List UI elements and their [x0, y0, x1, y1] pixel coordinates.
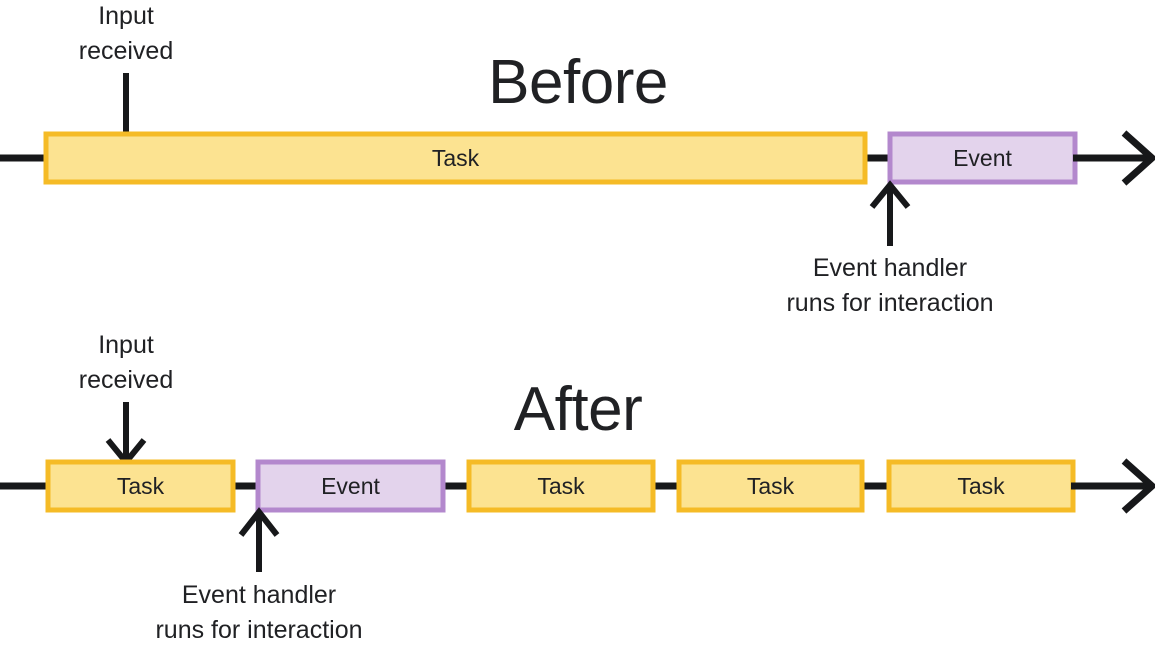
after-input-arrow-icon — [105, 402, 147, 467]
before-handler-annotation-line2: runs for interaction — [786, 289, 993, 317]
after-block-task-3: Task — [676, 459, 865, 513]
before-input-annotation-line1: Input — [98, 2, 154, 30]
after-block-task-3-label: Task — [747, 473, 795, 499]
before-handler-arrow-icon — [869, 180, 911, 246]
after-handler-annotation-line1: Event handler — [182, 581, 336, 609]
after-block-task-2-label: Task — [537, 473, 585, 499]
after-section: After Input received Task — [0, 331, 1155, 644]
before-block-event: Event — [887, 131, 1078, 185]
after-block-task-1: Task — [45, 459, 236, 513]
before-block-task: Task — [43, 131, 868, 185]
after-input-annotation-line2: received — [79, 366, 174, 394]
before-section: Before Input received Task Event — [0, 2, 1155, 317]
after-handler-arrow-icon — [238, 507, 280, 572]
after-input-annotation-line1: Input — [98, 331, 154, 359]
after-block-task-4: Task — [886, 459, 1076, 513]
after-block-task-1-label: Task — [117, 473, 165, 499]
before-block-event-label: Event — [953, 145, 1012, 171]
after-block-task-2: Task — [466, 459, 656, 513]
after-section-title: After — [514, 375, 642, 444]
before-block-task-label: Task — [432, 145, 480, 171]
after-timeline-end-arrow-icon — [1071, 458, 1155, 514]
before-handler-annotation-line1: Event handler — [813, 254, 967, 282]
before-section-title: Before — [488, 48, 668, 117]
after-block-event-label: Event — [321, 473, 380, 499]
after-block-event: Event — [255, 459, 446, 513]
before-input-annotation-line2: received — [79, 37, 174, 65]
after-block-task-4-label: Task — [957, 473, 1005, 499]
before-timeline-end-arrow-icon — [1073, 130, 1155, 186]
after-handler-annotation-line2: runs for interaction — [155, 616, 362, 644]
